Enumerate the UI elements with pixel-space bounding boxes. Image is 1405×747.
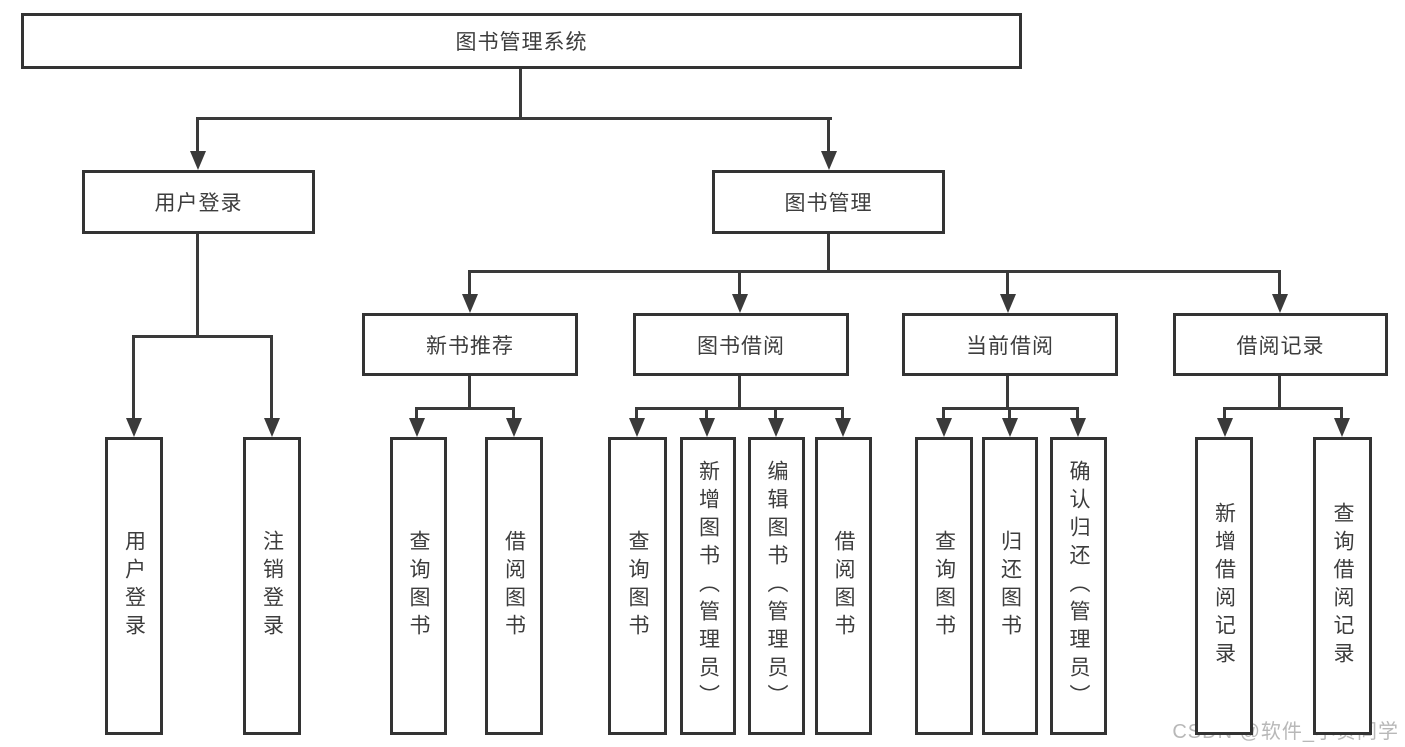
node-leaf-query-books-current: 查询图书 — [915, 437, 973, 735]
connector-line-vertical — [1006, 376, 1009, 410]
node-branch-book-management: 图书管理 — [712, 170, 945, 234]
node-branch-borrow-records: 借阅记录 — [1173, 313, 1388, 376]
node-label: 图书管理系统 — [455, 31, 588, 54]
connector-line-vertical — [132, 335, 135, 419]
node-label: 当前借阅 — [966, 334, 1054, 358]
node-leaf-add-books-admin: 新增图书（管理员） — [680, 437, 736, 735]
connector-line-vertical — [738, 270, 741, 297]
node-leaf-query-borrow-record: 查询借阅记录 — [1313, 437, 1372, 735]
arrow-down-icon — [732, 294, 748, 313]
arrow-down-icon — [1000, 294, 1016, 313]
node-label: 用户登录 — [122, 530, 146, 642]
node-branch-new-book-recommend: 新书推荐 — [362, 313, 578, 376]
arrow-down-icon — [462, 294, 478, 313]
connector-line-vertical — [1006, 270, 1009, 297]
arrow-down-icon — [936, 418, 952, 437]
connector-line-horizontal — [635, 407, 844, 410]
node-label: 图书管理 — [784, 192, 873, 215]
connector-line-vertical — [468, 376, 471, 410]
node-label: 新书推荐 — [426, 334, 514, 358]
node-label: 用户登录 — [154, 192, 243, 215]
connector-line-horizontal — [415, 407, 515, 410]
node-label: 查询借阅记录 — [1331, 502, 1354, 670]
arrow-down-icon — [1272, 294, 1288, 313]
node-label: 查询图书 — [932, 530, 956, 642]
node-branch-book-borrow: 图书借阅 — [633, 313, 849, 376]
connector-line-vertical — [196, 117, 199, 152]
node-leaf-add-borrow-record: 新增借阅记录 — [1195, 437, 1253, 735]
connector-line-vertical — [635, 407, 638, 421]
node-label: 图书借阅 — [697, 334, 785, 358]
arrow-down-icon — [1217, 418, 1233, 437]
connector-line-horizontal — [132, 335, 273, 338]
connector-line-horizontal — [196, 117, 832, 120]
node-label: 借阅图书 — [832, 530, 855, 642]
connector-line-vertical — [1278, 376, 1281, 410]
node-leaf-logout: 注销登录 — [243, 437, 301, 735]
arrow-down-icon — [409, 418, 425, 437]
arrow-down-icon — [264, 418, 280, 437]
node-label: 注销登录 — [260, 530, 284, 642]
arrow-down-icon — [835, 418, 851, 437]
connector-line-horizontal — [468, 270, 1281, 273]
node-branch-user-login: 用户登录 — [82, 170, 315, 234]
node-branch-current-borrow: 当前借阅 — [902, 313, 1118, 376]
arrow-down-icon — [629, 418, 645, 437]
arrow-down-icon — [1334, 418, 1350, 437]
connector-line-vertical — [196, 234, 199, 338]
node-leaf-user-login: 用户登录 — [105, 437, 163, 735]
node-label: 确认归还（管理员） — [1067, 460, 1090, 712]
arrow-down-icon — [768, 418, 784, 437]
node-leaf-query-books-recommend: 查询图书 — [390, 437, 447, 735]
connector-line-vertical — [942, 407, 945, 421]
node-label: 借阅图书 — [502, 530, 526, 642]
arrow-down-icon — [821, 151, 837, 170]
connector-line-horizontal — [1223, 407, 1343, 410]
connector-line-vertical — [774, 407, 777, 421]
arrow-down-icon — [1002, 418, 1018, 437]
node-leaf-query-books-borrow: 查询图书 — [608, 437, 667, 735]
connector-line-vertical — [519, 69, 522, 120]
node-label: 借阅记录 — [1236, 334, 1325, 358]
arrow-down-icon — [506, 418, 522, 437]
connector-line-vertical — [415, 407, 418, 421]
connector-line-vertical — [1223, 407, 1226, 421]
arrow-down-icon — [190, 151, 206, 170]
node-label: 新增借阅记录 — [1212, 502, 1236, 670]
arrow-down-icon — [126, 418, 142, 437]
node-leaf-return-books: 归还图书 — [982, 437, 1038, 735]
node-label: 编辑图书（管理员） — [765, 460, 788, 712]
node-label: 查询图书 — [407, 530, 430, 642]
connector-line-vertical — [827, 117, 830, 152]
node-root: 图书管理系统 — [21, 13, 1022, 69]
connector-line-vertical — [512, 407, 515, 421]
node-leaf-edit-books-admin: 编辑图书（管理员） — [748, 437, 805, 735]
node-leaf-borrow-books: 借阅图书 — [815, 437, 872, 735]
connector-line-vertical — [705, 407, 708, 421]
connector-line-vertical — [270, 335, 273, 419]
connector-line-vertical — [1340, 407, 1343, 421]
connector-line-vertical — [468, 270, 471, 297]
node-label: 归还图书 — [998, 530, 1022, 642]
node-leaf-borrow-books-recommend: 借阅图书 — [485, 437, 543, 735]
connector-line-vertical — [1076, 407, 1079, 421]
node-label: 查询图书 — [626, 530, 649, 642]
connector-line-vertical — [1008, 407, 1011, 421]
connector-line-vertical — [1278, 270, 1281, 297]
connector-line-vertical — [738, 376, 741, 410]
arrow-down-icon — [699, 418, 715, 437]
connector-line-vertical — [827, 234, 830, 273]
connector-line-vertical — [841, 407, 844, 421]
arrow-down-icon — [1070, 418, 1086, 437]
node-label: 新增图书（管理员） — [696, 460, 720, 712]
node-leaf-confirm-return-admin: 确认归还（管理员） — [1050, 437, 1107, 735]
